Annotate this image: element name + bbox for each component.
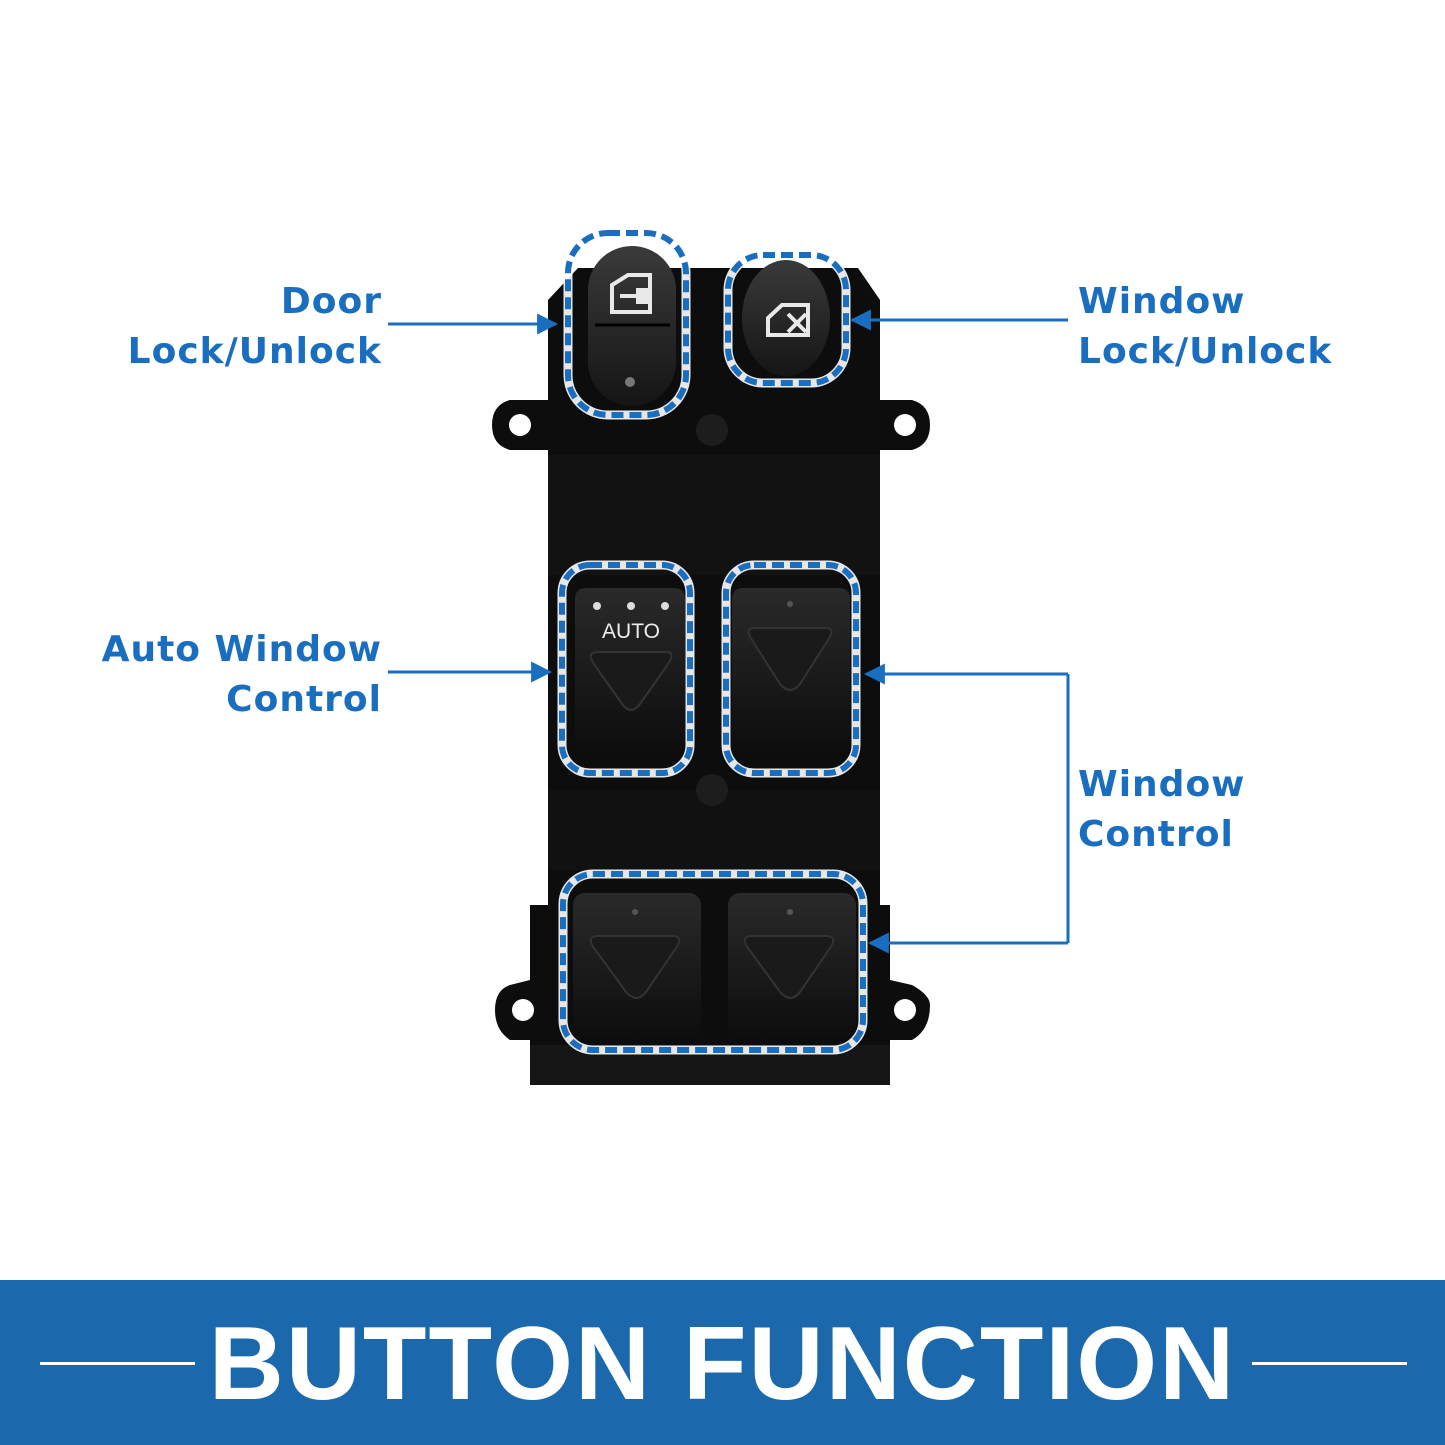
window-control-label-line1: Window bbox=[1078, 764, 1246, 805]
mount-hole bbox=[894, 414, 916, 436]
window-lock-label-line2: Lock/Unlock bbox=[1078, 331, 1333, 372]
mount-hole bbox=[512, 999, 534, 1021]
door-lock-icon bbox=[610, 273, 652, 314]
window-lock-label-line1: Window bbox=[1078, 281, 1246, 322]
callout-arrows bbox=[388, 309, 1070, 954]
window-switch-rear-left[interactable] bbox=[573, 893, 701, 1043]
auto-label: AUTO bbox=[602, 620, 660, 643]
auto-window-label-line1: Auto Window bbox=[101, 629, 382, 670]
auto-window-switch[interactable]: AUTO bbox=[575, 588, 685, 758]
window-control-label-line2: Control bbox=[1078, 814, 1234, 855]
window-switch-front-passenger[interactable] bbox=[732, 588, 850, 758]
auto-window-label: Auto Window Control bbox=[102, 625, 382, 725]
window-switch-rear-right[interactable] bbox=[728, 893, 856, 1043]
banner-divider-right bbox=[1252, 1362, 1407, 1365]
window-switch-illustration: AUTO bbox=[388, 228, 1070, 1085]
mount-hole bbox=[509, 414, 531, 436]
door-lock-label-line2: Lock/Unlock bbox=[127, 331, 382, 372]
window-lock-label: Window Lock/Unlock bbox=[1078, 277, 1332, 377]
door-lock-label: Door Lock/Unlock bbox=[128, 277, 382, 377]
door-lock-button[interactable] bbox=[588, 246, 676, 406]
highlight-outlines bbox=[557, 228, 868, 1055]
window-lock-button[interactable] bbox=[742, 260, 830, 376]
window-control-label: Window Control bbox=[1078, 760, 1245, 860]
door-lock-label-line1: Door bbox=[280, 281, 382, 322]
banner-title: BUTTON FUNCTION bbox=[208, 1306, 1237, 1422]
switch-body bbox=[492, 268, 930, 1085]
mount-hole bbox=[894, 999, 916, 1021]
window-lock-icon bbox=[766, 303, 810, 337]
title-banner: BUTTON FUNCTION bbox=[0, 1280, 1445, 1445]
banner-divider-left bbox=[40, 1362, 195, 1365]
auto-window-label-line2: Control bbox=[226, 679, 382, 720]
